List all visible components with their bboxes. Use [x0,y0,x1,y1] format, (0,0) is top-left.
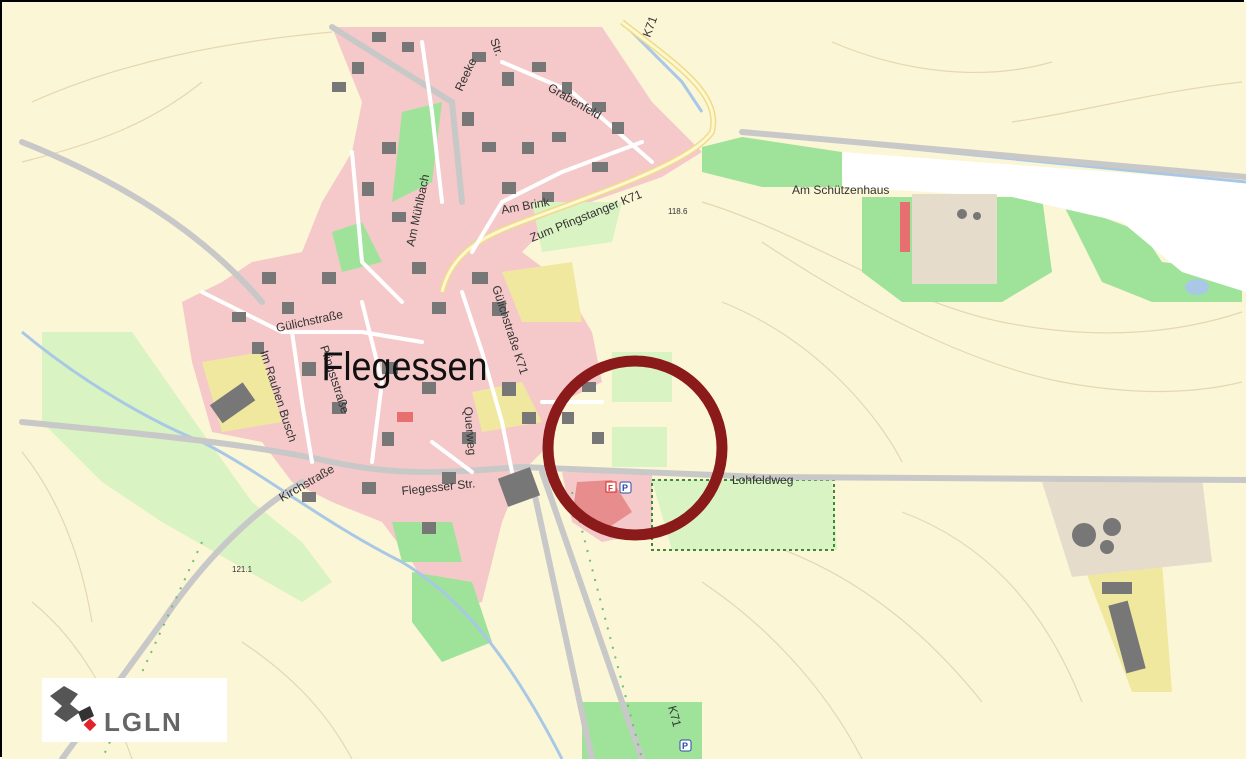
highlight-circle[interactable] [542,355,728,541]
parking-icon-south [679,739,692,752]
street-label-lohfeldweg: Lohfeldweg [732,473,793,487]
contour-lines [21,31,1243,759]
street-label-k71-top: K71 [640,14,661,39]
lgln-logo-text: LGLN [104,707,183,737]
elevation-east: 118.6 [668,207,688,216]
footpaths [101,491,643,759]
street-label-str: Str. [487,36,506,58]
fire-marker-label: F [608,484,613,493]
street-label-querweg: Querweg [461,406,479,456]
elevation-labels: 118.6 121.1 [232,207,688,574]
street-label-k71-south: K71 [665,704,684,729]
elevation-west: 121.1 [232,565,253,574]
roads-major [19,24,1246,759]
red-building [397,412,413,422]
pond [1185,279,1209,295]
lgln-logo: LGLN [42,678,227,742]
parking-icon [619,481,632,494]
place-name: Flegessen [322,345,488,389]
red-building [900,202,910,252]
sports-field [651,479,835,551]
parking-marker-label: P [622,483,628,493]
fire-station-icon [605,481,617,493]
map-markers: F P P [605,481,692,752]
open-area [842,152,1246,292]
parking-marker-label-south: P [682,741,688,751]
buildings [209,32,1146,674]
facilities [912,194,1212,577]
street-label-am-schuetzenhaus: Am Schützenhaus [792,183,889,197]
